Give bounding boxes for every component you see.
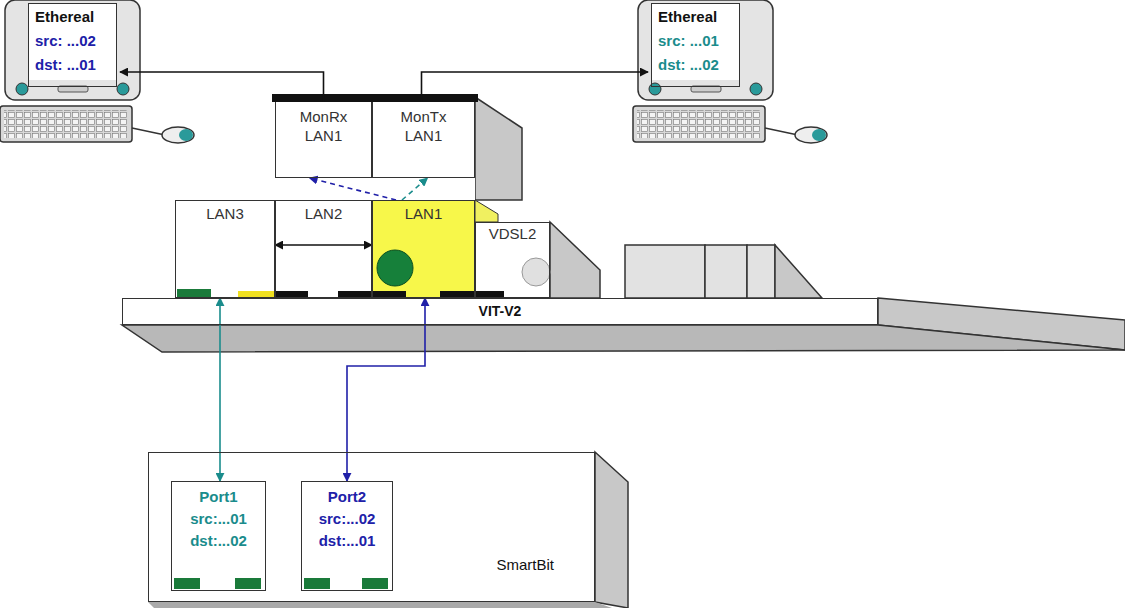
lan-card: LAN2 — [275, 200, 372, 298]
monitor-card: MonTx LAN1 — [372, 102, 475, 178]
label: src: ...01 — [658, 32, 719, 51]
label: VIT-V2 — [479, 303, 522, 321]
vdsl-card: VDSL2 — [475, 222, 550, 298]
label: MonRx LAN1 — [295, 108, 353, 146]
connector — [347, 298, 425, 481]
connector — [275, 244, 372, 246]
monitor-screen: Ethereal src: ...02 dst: ...01 — [28, 3, 117, 87]
lan-card: LAN3 — [175, 200, 275, 298]
port-card: Port2 src:...02 dst:...01 — [301, 481, 393, 591]
label: MonTx LAN1 — [395, 108, 453, 146]
label: LAN1 — [405, 205, 443, 224]
lan-card: LAN1 — [372, 200, 475, 298]
monitor-screen: Ethereal src: ...01 dst: ...02 — [651, 3, 740, 87]
base-plate — [122, 298, 1125, 352]
computer-right — [633, 0, 827, 143]
label: LAN3 — [206, 205, 244, 224]
label: src:...01 — [190, 510, 247, 529]
rack-boards — [175, 200, 822, 298]
base-plate: VIT-V2 — [122, 298, 878, 325]
label: Ethereal — [658, 8, 717, 27]
port-card: Port1 src:...01 dst:...02 — [171, 481, 266, 591]
label: dst:...01 — [319, 532, 376, 551]
monitor-card: MonRx LAN1 — [275, 102, 372, 178]
label: dst: ...02 — [658, 56, 719, 75]
label: LAN2 — [305, 205, 343, 224]
smartbit-box: SmartBit Port1 src:...01 dst:...02 Port2 src:… — [148, 452, 595, 602]
connector — [422, 72, 649, 102]
connector — [120, 72, 324, 102]
connector — [402, 178, 428, 200]
label: Port1 — [199, 488, 237, 507]
connector — [219, 298, 221, 481]
label: Port2 — [328, 488, 366, 507]
label: src:...02 — [319, 510, 376, 529]
connector — [310, 178, 397, 200]
label: dst: ...01 — [35, 56, 96, 75]
label: src: ...02 — [35, 32, 96, 51]
label: VDSL2 — [489, 225, 537, 244]
monitor-cards — [272, 94, 522, 200]
label: Ethereal — [35, 8, 94, 27]
label: SmartBit — [496, 556, 594, 601]
label: dst:...02 — [190, 532, 247, 551]
